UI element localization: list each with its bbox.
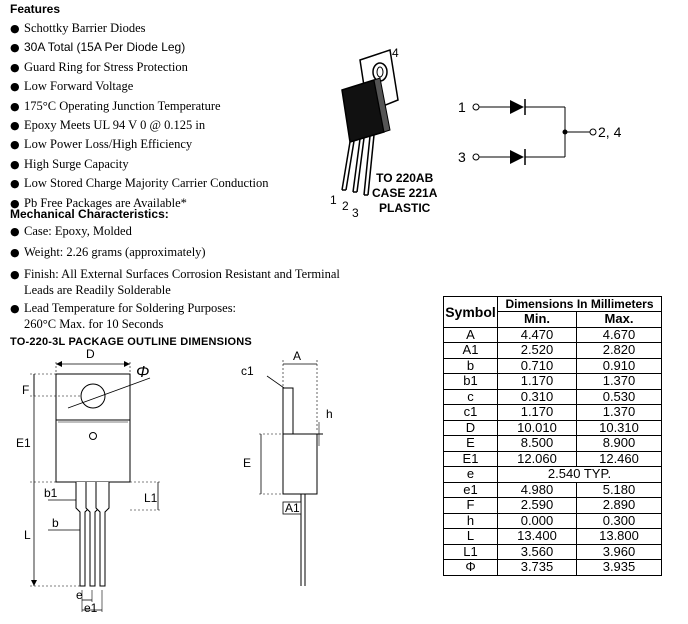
features-title: Features	[10, 2, 61, 16]
dim-label-A1: A1	[285, 501, 300, 515]
mech-item: ●Lead Temperature for Soldering Purposes…	[10, 301, 237, 315]
bullet-icon: ●	[10, 138, 20, 152]
features-list: ●Schottky Barrier Diodes ●30A Total (15A…	[10, 19, 269, 213]
min-header: Min.	[497, 311, 577, 328]
bullet-icon: ●	[10, 268, 20, 281]
bullet-icon: ●	[10, 196, 20, 210]
dim-label-e: e	[76, 588, 83, 602]
outline-title: TO-220-3L PACKAGE OUTLINE DIMENSIONS	[10, 336, 252, 348]
schematic-pin3-label: 3	[458, 149, 466, 165]
bullet-icon: ●	[10, 41, 20, 55]
schematic-pin1-label: 1	[458, 99, 466, 115]
bullet-icon: ●	[10, 302, 20, 315]
feature-item: ●High Surge Capacity	[10, 155, 269, 174]
feature-item: ●Epoxy Meets UL 94 V 0 @ 0.125 in	[10, 116, 269, 135]
dimensions-header: Dimensions In Millimeters	[497, 296, 662, 312]
bullet-icon: ●	[10, 157, 20, 171]
table-header-row: Symbol Dimensions In Millimeters	[443, 296, 662, 328]
dim-label-c1: c1	[241, 364, 254, 378]
dim-label-b1: b1	[44, 486, 58, 500]
dim-label-E1: E1	[16, 436, 31, 450]
dim-label-phi: Φ	[136, 364, 150, 381]
dim-label-A: A	[293, 349, 302, 363]
bullet-icon: ●	[10, 80, 20, 94]
dim-label-F: F	[22, 383, 30, 397]
dim-label-L1: L1	[144, 491, 158, 505]
bullet-icon: ●	[10, 225, 20, 238]
mech-item-continued: 260°C Max. for 10 Seconds	[24, 317, 164, 331]
dim-label-e1: e1	[84, 601, 98, 615]
mechanical-title: Mechanical Characteristics:	[10, 207, 169, 221]
feature-item: ●Low Power Loss/High Efficiency	[10, 135, 269, 154]
bullet-icon: ●	[10, 246, 20, 259]
package-label: TO 220AB CASE 221A PLASTIC	[372, 171, 438, 215]
bullet-icon: ●	[10, 177, 20, 191]
mech-item: ●Weight: 2.26 grams (approximately)	[10, 245, 206, 259]
feature-item: ●Pb Free Packages are Available*	[10, 194, 269, 213]
dim-label-h: h	[326, 407, 333, 421]
diode-schematic	[472, 99, 597, 165]
max-header: Max.	[576, 311, 662, 328]
feature-item: ●Schottky Barrier Diodes	[10, 19, 269, 38]
feature-item: ●175°C Operating Junction Temperature	[10, 97, 269, 116]
pin-label-4: 4	[392, 46, 399, 60]
feature-item: ●Low Forward Voltage	[10, 77, 269, 96]
feature-item: ●30A Total (15A Per Diode Leg)	[10, 38, 269, 57]
pin-label-3: 3	[352, 206, 359, 220]
bullet-icon: ●	[10, 22, 20, 35]
dim-label-b: b	[52, 516, 59, 530]
dim-label-D: D	[86, 347, 95, 361]
outline-side-view	[259, 360, 323, 586]
schematic-common-label: 2, 4	[598, 124, 622, 140]
dim-label-L: L	[24, 528, 31, 542]
bullet-icon: ●	[10, 119, 20, 133]
bullet-icon: ●	[10, 99, 20, 113]
package-illustration	[341, 49, 399, 196]
bullet-icon: ●	[10, 60, 20, 74]
dim-label-E: E	[243, 456, 252, 470]
mech-item: ●Case: Epoxy, Molded	[10, 224, 132, 238]
feature-item: ●Guard Ring for Stress Protection	[10, 58, 269, 77]
mech-item: ●Finish: All External Surfaces Corrosion…	[10, 267, 340, 281]
outline-front-view	[30, 361, 160, 612]
symbol-header: Symbol	[443, 296, 498, 328]
mech-item-continued: Leads are Readily Solderable	[24, 283, 171, 297]
pin-label-1: 1	[330, 193, 337, 207]
pin-label-2: 2	[342, 199, 349, 213]
dimensions-table: Symbol Dimensions In Millimeters Min. Ma…	[443, 296, 662, 576]
feature-item: ●Low Stored Charge Majority Carrier Cond…	[10, 174, 269, 193]
